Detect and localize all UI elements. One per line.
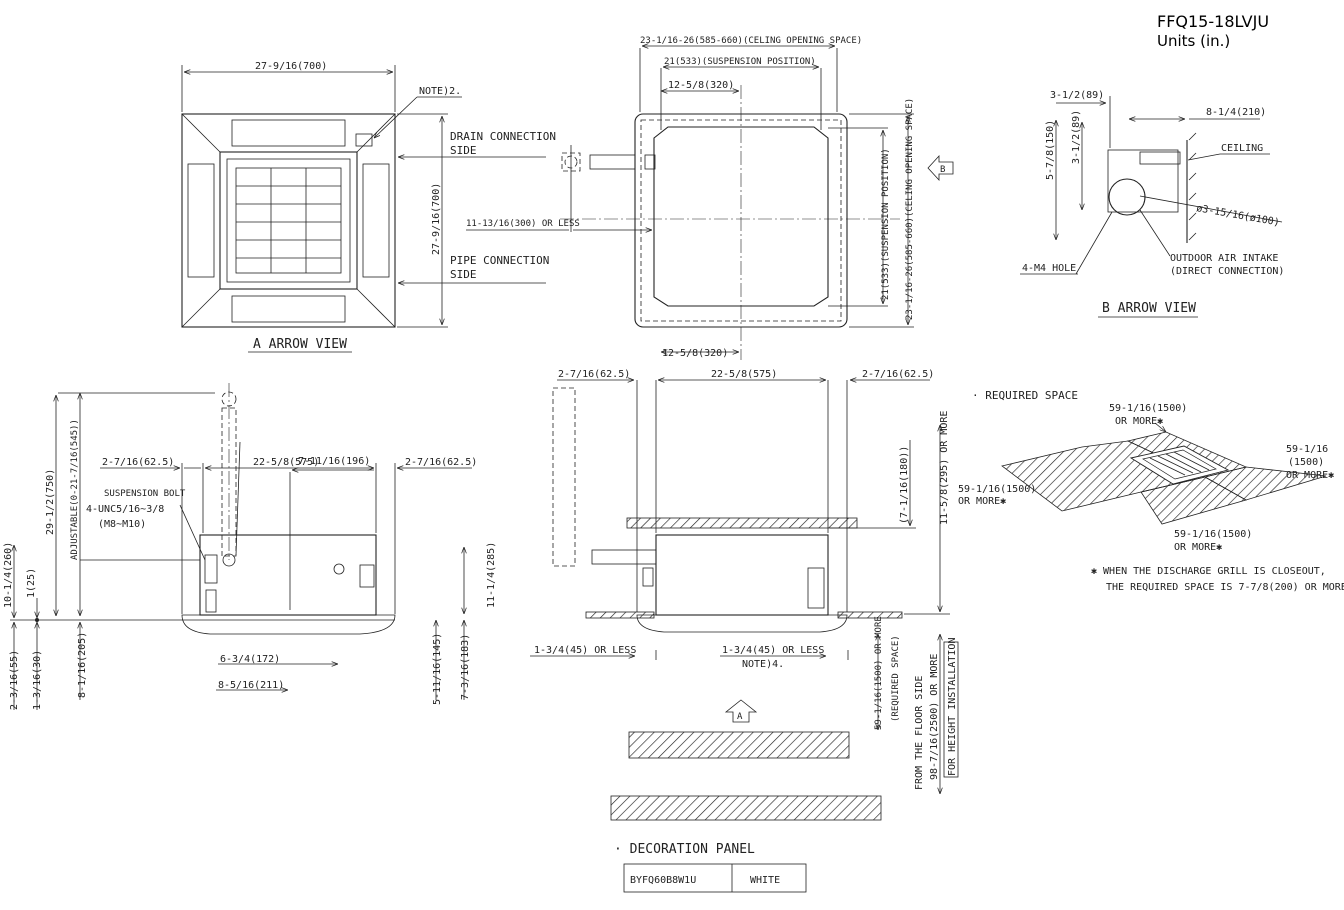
dim-side-30: 1-3/16(30) — [32, 650, 43, 710]
dim-side-183: 7-3/16(183) — [460, 634, 471, 700]
pipe-side-line1: PIPE CONNECTION — [450, 254, 549, 267]
arrow-b-marker: B — [940, 165, 945, 175]
height-install-label: FOR HEIGHT INSTALLATION — [947, 638, 958, 776]
dim-pipe-length: 11-13/16(300) OR LESS — [466, 219, 580, 229]
ceiling-slab — [626, 517, 858, 529]
space-left-line2: OR MORE✱ — [958, 496, 1006, 507]
floor-line2: 98-7/16(2500) OR MORE — [929, 654, 940, 780]
dim-front-right: 2-7/16(62.5) — [862, 369, 934, 380]
dim-side-total: 29-1/2(750) — [45, 469, 56, 535]
arrow-a-marker: A — [737, 712, 743, 722]
decoration-panel: · DECORATION PANEL BYFQ60B8W1U WHITE — [614, 842, 807, 893]
bolt-line1: SUSPENSION BOLT — [104, 489, 186, 499]
space-top-line2: OR MORE✱ — [1115, 416, 1163, 427]
space-bottom-line1: 59-1/16(1500) — [1174, 529, 1252, 540]
dim-side-196: 7-11/16(196) — [298, 456, 370, 467]
dim-side-adjustable: ADJUSTABLE(0-21-7/16(545)) — [70, 419, 80, 560]
space-note-line1: ✱ WHEN THE DISCHARGE GRILL IS CLOSEOUT, — [1091, 566, 1326, 577]
model-title: FFQ15-18LVJU — [1157, 12, 1270, 31]
decoration-panel-title: · DECORATION PANEL — [614, 842, 755, 857]
dim-front-45a: 1-3/4(45) OR LESS — [534, 645, 636, 656]
ceiling-label: CEILING — [1221, 143, 1263, 154]
dim-ceiling-opening: 23-1/16-26(585-660)(CELING OPENING SPACE… — [640, 36, 862, 46]
dim-v-suspension: 21(533)(SUSPENSION POSITION) — [881, 148, 891, 300]
dim-front-left: 2-7/16(62.5) — [558, 369, 630, 380]
dim-front-mid: 22-5/8(575) — [711, 369, 777, 380]
units-label: Units (in.) — [1157, 32, 1231, 50]
space-right-line2: (1500) — [1288, 457, 1324, 468]
panel-color: WHITE — [750, 875, 780, 886]
drain-side-line2: SIDE — [450, 144, 477, 157]
dim-half-bottom: 12-5/8(320) — [662, 348, 728, 359]
plan-view: 23-1/16-26(585-660)(CELING OPENING SPACE… — [466, 36, 954, 360]
panel-model: BYFQ60B8W1U — [630, 875, 696, 886]
bolt-line2: 4-UNC5/16~3/8 — [86, 504, 164, 515]
floor-slab-2 — [610, 795, 882, 821]
b-arrow-view: 3-1/2(89) 8-1/4(210) 5-7/8(150) 3-1/2(89… — [1020, 90, 1284, 318]
dim-side-172: 6-3/4(172) — [220, 654, 280, 665]
floor-slab-1 — [628, 731, 850, 759]
note-4: NOTE)4. — [742, 659, 784, 670]
dim-side-145: 5-11/16(145) — [432, 633, 443, 705]
space-top-line1: 59-1/16(1500) — [1109, 403, 1187, 414]
top-view: 27-9/16(700) 27-9/16(700) NOTE)2. DRAIN … — [181, 61, 556, 353]
a-arrow-view-title: A ARROW VIEW — [253, 337, 347, 352]
required-space-title: · REQUIRED SPACE — [972, 389, 1078, 402]
dim-half-top: 12-5/8(320) — [668, 80, 734, 91]
dim-side-211: 8-5/16(211) — [218, 680, 284, 691]
dim-front-180: (7-1/16(180)) — [899, 446, 910, 524]
dim-b-2: 8-1/4(210) — [1206, 107, 1266, 118]
space-left-line1: 59-1/16(1500) — [958, 484, 1036, 495]
b-arrow-view-title: B ARROW VIEW — [1102, 301, 1196, 316]
required-space-view: · REQUIRED SPACE 59-1/16(1500) OR MORE✱ … — [958, 389, 1344, 593]
dim-b-3: 5-7/8(150) — [1045, 120, 1056, 180]
dim-top-height: 27-9/16(700) — [431, 183, 442, 255]
duct-diameter: ø3-15/16(ø100) — [1195, 203, 1280, 228]
dim-side-205: 8-1/16(205) — [77, 632, 88, 698]
dim-side-260: 10-1/4(260) — [3, 542, 14, 608]
bolt-line3: (M8~M10) — [98, 519, 146, 530]
duct-circle — [1108, 178, 1146, 216]
intake-line2: (DIRECT CONNECTION) — [1170, 266, 1284, 277]
note-2: NOTE)2. — [419, 86, 461, 97]
hole-label: 4-M4 HOLE — [1022, 263, 1076, 274]
dim-front-1500: 59-1/16(1500) OR MORE — [874, 616, 884, 730]
dim-suspension-position: 21(533)(SUSPENSION POSITION) — [664, 57, 816, 67]
intake-line1: OUTDOOR AIR INTAKE — [1170, 253, 1278, 264]
space-right-line3: OR MORE✱ — [1286, 470, 1334, 481]
dim-front-45b: 1-3/4(45) OR LESS — [722, 645, 824, 656]
dim-side-25: 1(25) — [26, 568, 37, 598]
dim-side-55: 2-3/16(55) — [9, 650, 20, 710]
space-right-line1: 59-1/16 — [1286, 444, 1328, 455]
dim-side-285: 11-1/4(285) — [486, 542, 497, 608]
front-view: 2-7/16(62.5) 22-5/8(575) 2-7/16(62.5) (7… — [530, 369, 959, 821]
dim-side-left: 2-7/16(62.5) — [102, 457, 174, 468]
dim-side-right: 2-7/16(62.5) — [405, 457, 477, 468]
dim-v-opening: 23-1/16-26(585-660)(CELING OPENING SPACE… — [905, 98, 915, 320]
pipe-side-line2: SIDE — [450, 268, 477, 281]
dim-side-mid: 22-5/8(575) — [253, 457, 319, 468]
required-space-label: (REQUIRED SPACE) — [891, 635, 901, 722]
dim-b-1: 3-1/2(89) — [1050, 90, 1104, 101]
dim-top-width: 27-9/16(700) — [255, 61, 327, 72]
grille — [235, 167, 342, 274]
drain-side-line1: DRAIN CONNECTION — [450, 130, 556, 143]
space-bottom-line2: OR MORE✱ — [1174, 542, 1222, 553]
panel-table — [623, 863, 807, 893]
unit-outline — [181, 113, 396, 328]
dim-front-295: 11-5/8(295) OR MORE — [939, 411, 950, 525]
floor-line1: FROM THE FLOOR SIDE — [914, 676, 925, 790]
dim-b-4: 3-1/2(89) — [1071, 110, 1082, 164]
side-view: 29-1/2(750) ADJUSTABLE(0-21-7/16(545)) 2… — [3, 383, 497, 710]
space-note-line2: THE REQUIRED SPACE IS 7-7/8(200) OR MORE… — [1106, 582, 1344, 593]
